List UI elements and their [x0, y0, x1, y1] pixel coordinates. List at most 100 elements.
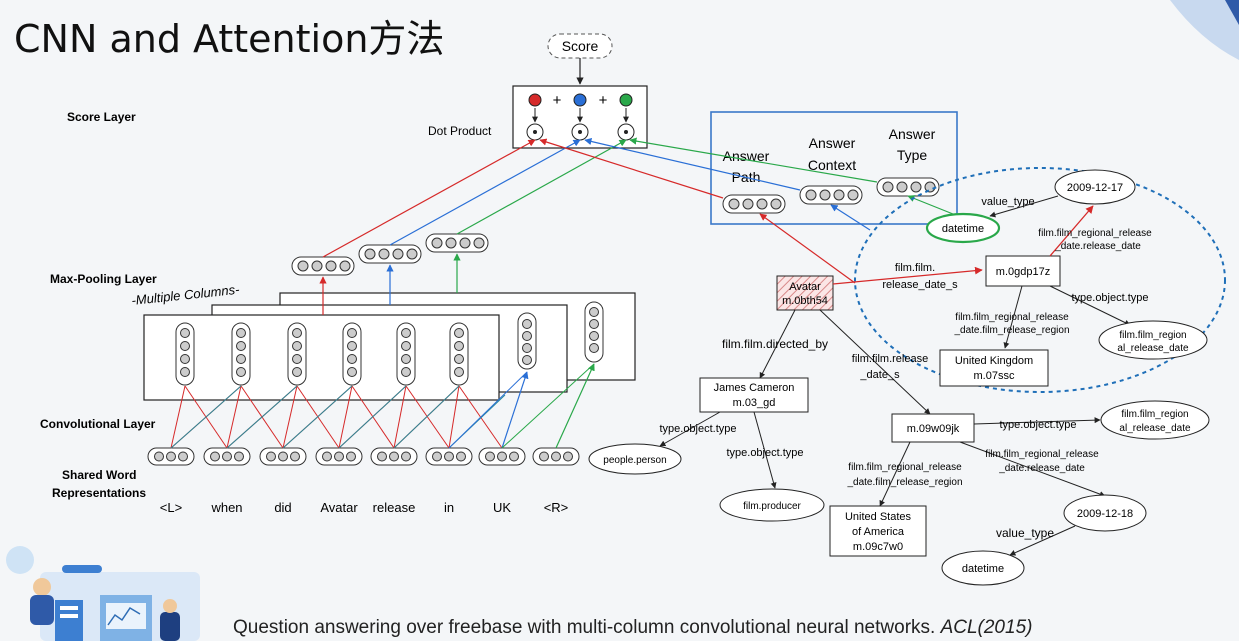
node-avatar-name: Avatar [789, 281, 821, 293]
node-avatar-id: m.0bth54 [782, 295, 828, 307]
citation-caption: Question answering over freebase with mu… [233, 617, 1032, 639]
node-united-kingdom: United Kingdom m.07ssc [939, 349, 1049, 387]
answer-path-label-1: Answer [723, 148, 770, 164]
edge-region-b2: _date.film_release_region [846, 477, 962, 488]
edge-type-object-type-3: type.object.type [726, 447, 803, 459]
red-output-dot [528, 93, 542, 107]
word-uk: UK [493, 500, 511, 515]
edge-value-type-2: value_type [996, 526, 1054, 540]
answer-context-label-2: Context [808, 157, 856, 173]
dot-product-label: Dot Product [428, 124, 492, 138]
score-label: Score [562, 38, 599, 54]
edge-regional-date-b2: _date.release_date [998, 463, 1085, 474]
edge-release-b2: _date_s [859, 369, 900, 381]
svg-text:+: + [599, 92, 608, 109]
conv-feature-back-2 [584, 301, 604, 363]
conv-column-frame-1 [143, 314, 500, 401]
blue-output-dot [573, 93, 587, 107]
node-date-2009-12-17: 2009-12-17 [1054, 169, 1136, 205]
answer-type-label-1: Answer [889, 126, 936, 142]
edge-region-b1: film.film_regional_release [848, 462, 962, 473]
node-m09w09jk-label: m.09w09jk [907, 423, 960, 435]
node-date-2009-12-17-label: 2009-12-17 [1067, 182, 1123, 194]
edge-region-a1: film.film_regional_release [955, 312, 1069, 323]
candidate-subgraph-ellipse [854, 167, 1226, 393]
node-datetime-1-label: datetime [942, 223, 984, 235]
score-layer-label: Score Layer [67, 110, 136, 124]
node-regional-release-1: film.film_region al_release_date [1098, 320, 1208, 360]
max-pooling-label: Max-Pooling Layer [50, 272, 157, 286]
answer-path-vector [722, 194, 786, 214]
citation-venue: ACL(2015) [940, 617, 1033, 638]
node-datetime-1: datetime [925, 212, 1001, 244]
node-people-person-label: people.person [603, 455, 666, 466]
edge-type-object-type-4: type.object.type [999, 419, 1076, 431]
word-in: in [444, 500, 454, 515]
node-regional-release-1-line2: al_release_date [1117, 343, 1189, 354]
node-united-states-name-2: of America [852, 526, 905, 538]
node-film-producer: film.producer [719, 488, 825, 522]
question-words: <L> when did Avatar release in UK <R> [160, 500, 569, 515]
node-people-person: people.person [588, 443, 682, 475]
slide-title: CNN and Attention方法 [14, 17, 445, 61]
node-regional-release-2-line1: film.film_region [1121, 409, 1188, 420]
word-embeddings [147, 447, 580, 466]
corner-decoration-top-right [1170, 0, 1239, 60]
node-film-producer-label: film.producer [743, 501, 801, 512]
node-m0gdp17z-label: m.0gdp17z [996, 266, 1050, 278]
edge-release-label-2: release_date_s [882, 279, 958, 291]
conv-feature-vectors [175, 322, 469, 386]
answer-context-label-1: Answer [809, 135, 856, 151]
word-r: <R> [544, 500, 569, 515]
node-regional-release-1-line1: film.film_region [1119, 330, 1186, 341]
answer-representation-box [710, 111, 958, 225]
shared-word-label-2: Representations [52, 486, 146, 500]
edge-regional-date-a2: _date.release_date [1054, 241, 1141, 252]
answer-type-vector [876, 177, 940, 197]
word-when: when [210, 500, 242, 515]
node-m0gdp17z: m.0gdp17z [985, 255, 1061, 287]
edge-release-label-1: film.film. [895, 262, 935, 274]
svg-text:+: + [553, 92, 562, 109]
conv-feature-back-1 [517, 312, 537, 370]
node-james-cameron-name: James Cameron [714, 382, 795, 394]
node-regional-release-2: film.film_region al_release_date [1100, 400, 1210, 440]
answer-type-label-2: Type [897, 147, 928, 163]
node-regional-release-2-line2: al_release_date [1119, 423, 1191, 434]
node-datetime-2: datetime [941, 550, 1025, 586]
pooled-vector-blue [358, 244, 422, 264]
shared-word-label-1: Shared Word [62, 468, 136, 482]
node-datetime-2-label: datetime [962, 563, 1004, 575]
node-m09w09jk: m.09w09jk [891, 413, 975, 443]
node-avatar: Avatar m.0bth54 [776, 275, 834, 311]
edge-value-type-1: value_type [981, 196, 1034, 208]
word-avatar: Avatar [320, 500, 358, 515]
node-united-kingdom-id: m.07ssc [974, 370, 1015, 382]
answer-labels: Answer Path Answer Context Answer Type [723, 126, 936, 185]
edge-region-a2: _date.film_release_region [953, 325, 1069, 336]
word-did: did [274, 500, 291, 515]
word-release: release [373, 500, 416, 515]
pooled-vector-green [425, 233, 489, 253]
node-united-kingdom-name: United Kingdom [955, 355, 1033, 367]
edge-regional-date-a1: film.film_regional_release [1038, 228, 1152, 239]
score-node: Score [547, 33, 613, 59]
word-l: <L> [160, 500, 182, 515]
node-united-states-name-1: United States [845, 511, 912, 523]
node-united-states-id: m.09c7w0 [853, 541, 903, 553]
node-james-cameron: James Cameron m.03_gd [699, 377, 809, 413]
dot-product-box: + + [512, 85, 648, 149]
convolutional-layer-label: Convolutional Layer [40, 417, 156, 431]
node-united-states: United States of America m.09c7w0 [829, 505, 927, 557]
pooled-vector-red [291, 256, 355, 276]
node-date-2009-12-18-label: 2009-12-18 [1077, 508, 1133, 520]
citation-text: Question answering over freebase with mu… [233, 617, 936, 638]
answer-context-vector [799, 185, 863, 205]
node-date-2009-12-18: 2009-12-18 [1063, 494, 1147, 532]
edge-regional-date-b1: film.film_regional_release [985, 449, 1099, 460]
edge-directed-by: film.film.directed_by [722, 337, 828, 351]
edge-type-object-type-2: type.object.type [659, 423, 736, 435]
illustration-bottom-left [6, 546, 200, 641]
